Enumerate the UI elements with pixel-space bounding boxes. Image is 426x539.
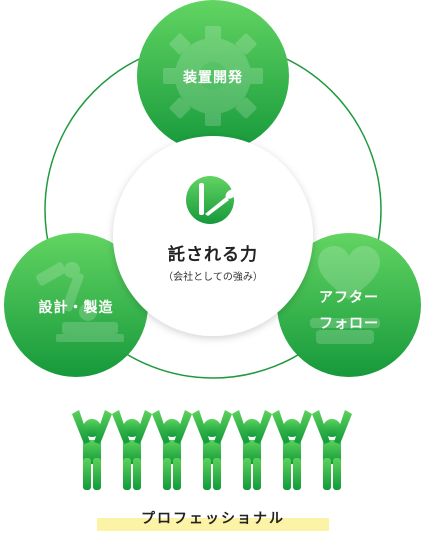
bottom-label-highlight <box>97 518 329 531</box>
gear-icon <box>163 26 263 126</box>
person-figure <box>192 410 232 490</box>
node-label-after-follow-line1: アフター <box>319 290 379 306</box>
center-strength <box>113 136 313 336</box>
node-label-after-follow-line2: フォロー <box>319 316 379 332</box>
node-label-design-manufacturing: 設計・製造 <box>38 300 114 316</box>
person-figure <box>272 410 312 490</box>
node-design-manufacturing <box>4 233 148 377</box>
person-figure <box>312 410 352 490</box>
person-figure <box>112 410 152 490</box>
bottom-label: プロフェッショナル <box>141 511 285 527</box>
brush-logo-icon <box>186 176 237 224</box>
node-device-development <box>137 0 289 152</box>
person-figure <box>232 410 272 490</box>
center-subtitle: （会社としての強み） <box>163 272 263 283</box>
node-after-follow <box>277 233 421 377</box>
people-chain-icon <box>72 410 352 490</box>
heart-hand-icon <box>310 246 380 344</box>
center-title: 託される力 <box>168 245 258 265</box>
robot-arm-icon <box>36 262 124 342</box>
node-label-device-development: 装置開発 <box>183 70 243 86</box>
person-figure <box>72 410 112 490</box>
person-figure <box>152 410 192 490</box>
